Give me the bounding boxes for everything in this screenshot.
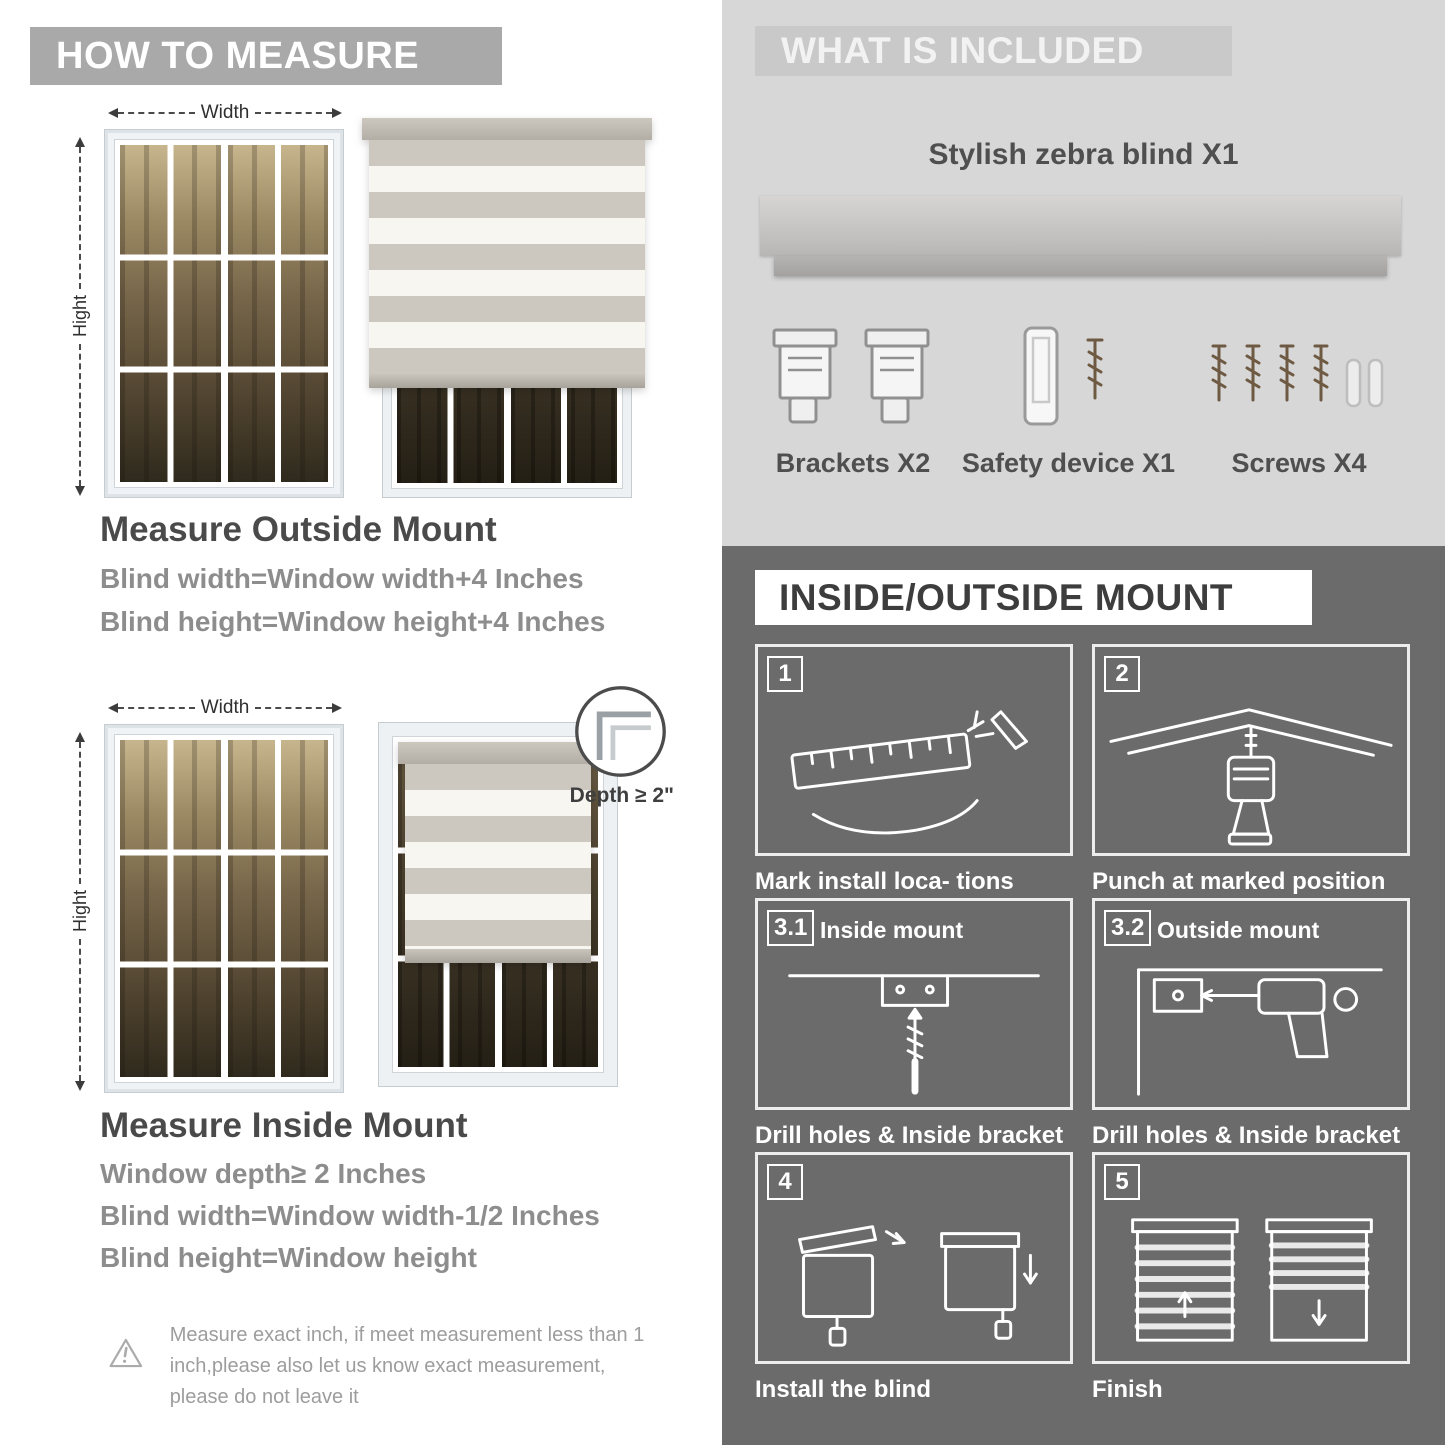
install-blind-icon (798, 1225, 1038, 1347)
height-arrow: Hight (69, 137, 90, 496)
how-to-measure-section: HOW TO MEASURE Width Hight (0, 0, 722, 1445)
outside-width-formula: Blind width=Window width+4 Inches (100, 563, 584, 594)
step-2: 2 Punch at marked position (1092, 644, 1410, 896)
inside-mount-blind-figure: Depth ≥ 2" (378, 686, 674, 1087)
arrow-right-icon (332, 108, 343, 118)
inside-mount-title: Measure Inside Mount (100, 1106, 468, 1145)
arrow-down-icon (75, 1081, 85, 1091)
width-label: Width (200, 102, 250, 123)
screws-icon (1211, 344, 1384, 408)
window-illustration (104, 724, 344, 1093)
step-4: 4 Install the blind (755, 1152, 1073, 1404)
step-title: Outside mount (1157, 917, 1320, 943)
outside-mount-blind-figure (362, 118, 652, 498)
blind-bottom-rail (405, 949, 591, 964)
step-number: 3.1 (767, 910, 815, 946)
safety-device-label: Safety device X1 (961, 448, 1176, 478)
depth-label: Depth ≥ 2" (569, 784, 674, 807)
what-is-included-header: WHAT IS INCLUDED (755, 26, 1232, 76)
zebra-blind-illustration (398, 742, 598, 964)
finished-blinds-icon (1131, 1218, 1373, 1342)
included-item-screws: Screws X4 (1199, 322, 1399, 479)
inside-bracket-screw-icon (788, 974, 1040, 1095)
step-5: 5 Finish (1092, 1152, 1410, 1404)
step-caption: Drill holes & Inside bracket (1092, 1122, 1401, 1149)
depth-callout-icon (575, 686, 666, 777)
width-label: Width (200, 697, 250, 718)
step-2-panel: 2 (1092, 644, 1410, 856)
step-3-2: 3.2 Outside mount Drill holes & In (1092, 898, 1410, 1150)
inside-mount-window-figure: Width Hight (69, 697, 344, 1093)
inside-width-formula: Blind width=Window width-1/2 Inches (100, 1200, 600, 1231)
inside-height-formula: Blind height=Window height (100, 1242, 477, 1273)
step-title: Inside mount (820, 917, 964, 943)
step-3-1: 3.1 Inside mount Drill holes & Inside br… (755, 898, 1073, 1150)
blind-bottom-rail (369, 373, 645, 388)
step-caption: Finish (1092, 1376, 1163, 1403)
arrow-right-icon (332, 703, 343, 713)
included-items: Brackets X2 Safety device X1 (768, 322, 1399, 479)
step-3-2-panel: 3.2 Outside mount (1092, 898, 1410, 1110)
included-item-safety-device: Safety device X1 (962, 322, 1175, 479)
step-1: 1 Mark install loca- tions (755, 644, 1073, 896)
outside-mount-window-figure: Width Hight (69, 102, 344, 498)
measurement-warning: Measure exact inch, if meet measurement … (108, 1316, 653, 1413)
step-4-panel: 4 (755, 1152, 1073, 1364)
width-arrow: Width (108, 697, 343, 718)
warning-icon (109, 1338, 143, 1368)
blind-stripes (369, 140, 645, 374)
arrow-down-icon (75, 486, 85, 496)
step-5-panel: 5 (1092, 1152, 1410, 1364)
outside-bracket-drill-icon (1137, 968, 1383, 1096)
step-number: 2 (1104, 656, 1140, 692)
window-illustration (104, 129, 344, 498)
height-arrow: Hight (69, 732, 90, 1091)
arrow-up-icon (75, 732, 85, 742)
mount-header: INSIDE/OUTSIDE MOUNT (755, 570, 1312, 625)
outside-mount-title: Measure Outside Mount (100, 510, 497, 549)
drill-icon (1109, 708, 1393, 846)
step-caption: Drill holes & Inside bracket (755, 1122, 1064, 1149)
brackets-icon (772, 328, 930, 424)
blind-cassette (362, 118, 652, 140)
step-number: 3.2 (1104, 910, 1152, 946)
arrow-left-icon (108, 703, 118, 713)
height-label: Hight (69, 890, 90, 933)
inside-depth-rule: Window depth≥ 2 Inches (100, 1158, 427, 1189)
step-number: 1 (767, 656, 803, 692)
mount-instructions-section: INSIDE/OUTSIDE MOUNT 1 Mark (722, 546, 1445, 1445)
width-arrow: Width (108, 102, 343, 123)
step-caption: Install the blind (755, 1376, 932, 1403)
warning-text: Measure exact inch, if meet measurement … (169, 1324, 645, 1408)
brackets-label: Brackets X2 (775, 448, 931, 478)
outside-height-formula: Blind height=Window height+4 Inches (100, 606, 606, 637)
blind-cassette (398, 742, 598, 764)
blind-stripes (405, 764, 591, 950)
step-1-panel: 1 (755, 644, 1073, 856)
step-caption: Punch at marked position (1092, 868, 1386, 895)
zebra-blind-illustration (362, 118, 652, 388)
arrow-left-icon (108, 108, 118, 118)
included-item-brackets: Brackets X2 (768, 322, 938, 479)
safety-device-icon (1023, 326, 1104, 426)
product-name: Stylish zebra blind X1 (928, 138, 1239, 171)
what-is-included-section: WHAT IS INCLUDED Stylish zebra blind X1 (722, 0, 1445, 546)
step-number: 5 (1104, 1164, 1140, 1200)
window-frame (378, 722, 618, 1087)
step-3-1-panel: 3.1 Inside mount (755, 898, 1073, 1110)
arrow-up-icon (75, 137, 85, 147)
screws-label: Screws X4 (1231, 448, 1367, 478)
height-label: Hight (69, 295, 90, 338)
step-caption: Mark install loca- tions (755, 868, 1014, 895)
blind-headrail-illustration (760, 196, 1401, 278)
step-number: 4 (767, 1164, 803, 1200)
how-to-measure-header: HOW TO MEASURE (30, 27, 502, 85)
measure-mark-icon (790, 710, 1028, 835)
